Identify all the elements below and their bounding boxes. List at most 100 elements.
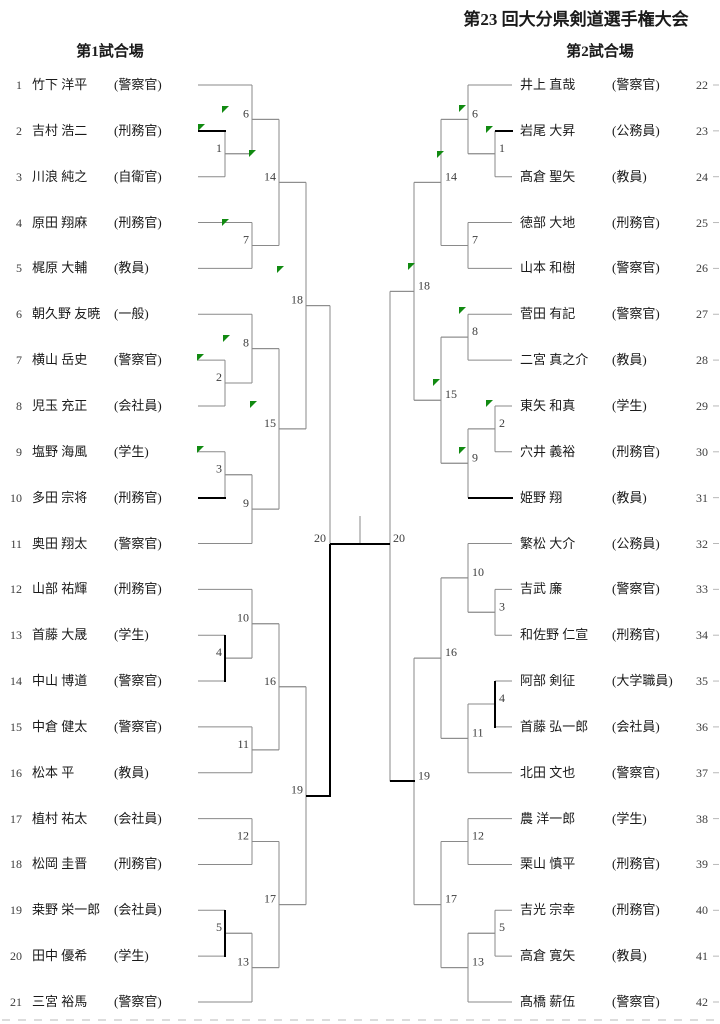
player-number: 23 [696, 123, 708, 138]
player-name: 吉光 宗幸 [520, 902, 576, 918]
match-number: 15 [264, 416, 276, 430]
player-number: 24 [696, 169, 708, 184]
player-name: 中山 博道 [32, 673, 88, 689]
player-name: 塩野 海風 [32, 443, 88, 459]
player-number: 14 [10, 674, 22, 689]
player-name: 吉武 廉 [520, 581, 563, 597]
winner-flag-icon [222, 106, 229, 113]
player-row: 二宮 真之介(教員) [520, 350, 692, 370]
player-number: 9 [16, 444, 22, 459]
match-number: 12 [237, 829, 249, 843]
player-name: 横山 岳史 [32, 352, 88, 368]
player-number: 13 [10, 628, 22, 643]
player-name: 高倉 寛矢 [520, 948, 576, 964]
player-name: 徳部 大地 [520, 214, 576, 230]
player-number: 7 [16, 353, 22, 368]
player-name: 繁松 大介 [520, 535, 576, 551]
player-row: 農 洋一郎(学生) [520, 809, 692, 829]
player-name: 農 洋一郎 [520, 810, 576, 826]
player-number: 29 [696, 398, 708, 413]
player-name: 三宮 裕馬 [32, 994, 88, 1009]
match-number: 12 [472, 829, 484, 843]
player-name: 二宮 真之介 [520, 352, 589, 368]
player-name: 梶原 大輔 [32, 260, 88, 276]
player-name: 植村 祐太 [32, 810, 88, 826]
winner-flag-icon [459, 447, 466, 454]
player-number: 8 [16, 398, 22, 413]
winner-flag-icon [408, 263, 415, 270]
player-name: 松本 平 [32, 764, 75, 780]
player-affiliation: (刑務官) [612, 856, 660, 872]
player-name: 首藤 弘一郎 [520, 718, 589, 734]
player-number: 4 [16, 215, 22, 230]
player-name: 多田 宗将 [32, 489, 88, 505]
player-affiliation: (会社員) [114, 397, 162, 413]
winner-flag-icon [250, 401, 257, 408]
player-affiliation: (教員) [612, 168, 647, 184]
winner-flag-icon [459, 307, 466, 314]
match-number: 11 [237, 737, 249, 751]
match-number: 13 [237, 955, 249, 969]
player-row: 岩尾 大昇(公務員) [520, 121, 692, 141]
player-affiliation: (会社員) [114, 810, 162, 826]
player-affiliation: (学生) [114, 443, 149, 459]
player-row: 吉光 宗幸(刑務官) [520, 900, 692, 920]
match-number: 5 [216, 920, 222, 934]
winner-flag-icon [486, 400, 493, 407]
match-number: 19 [291, 783, 303, 797]
match-number: 3 [499, 599, 505, 613]
player-number: 28 [696, 353, 708, 368]
player-number: 5 [16, 261, 22, 276]
player-affiliation: (警察官) [114, 718, 162, 734]
player-number: 35 [696, 674, 708, 689]
match-number: 17 [445, 892, 457, 906]
match-number: 9 [243, 496, 249, 510]
court1-header: 第1試合場 [76, 44, 144, 60]
player-row: 吉武 廉 (警察官) [520, 579, 692, 599]
match-number: 18 [418, 278, 430, 292]
player-row: 5 梶原 大輔 (教員) [6, 258, 196, 278]
player-affiliation: (一般) [114, 306, 149, 322]
winner-flag-icon [459, 105, 466, 112]
player-number: 15 [10, 719, 22, 734]
player-number: 32 [696, 536, 708, 551]
match-number: 16 [264, 674, 276, 688]
match-number: 20 [393, 531, 405, 545]
tournament-title: 第23 回大分県剣道選手権大会 [463, 10, 689, 29]
match-number: 5 [499, 920, 505, 934]
player-affiliation: (刑務官) [114, 856, 162, 872]
player-number: 12 [10, 582, 22, 597]
player-affiliation: (教員) [114, 764, 149, 780]
match-number: 7 [472, 232, 478, 246]
player-affiliation: (警察官) [612, 581, 660, 597]
player-affiliation: (会社員) [114, 902, 162, 918]
player-name: 菅田 有記 [520, 306, 576, 322]
player-affiliation: (刑務官) [114, 489, 162, 505]
player-affiliation: (警察官) [612, 77, 660, 92]
match-number: 7 [243, 232, 249, 246]
player-name: 児玉 充正 [32, 397, 88, 413]
player-name: 髙橋 薪伍 [520, 994, 576, 1009]
player-row: 阿部 剣征(大学職員) [520, 671, 692, 691]
player-name: 姫野 翔 [520, 489, 563, 505]
player-affiliation: (刑務官) [612, 214, 660, 230]
player-affiliation: (教員) [114, 260, 149, 276]
player-name: 桒野 栄一郎 [32, 902, 101, 918]
match-number: 17 [264, 892, 276, 906]
player-affiliation: (刑務官) [612, 443, 660, 459]
player-affiliation: (自衛官) [114, 168, 162, 184]
player-number: 41 [696, 949, 708, 964]
match-number: 19 [418, 768, 430, 782]
player-number: 3 [16, 169, 22, 184]
player-name: 穴井 義裕 [520, 443, 576, 459]
winner-flag-icon [486, 126, 493, 133]
